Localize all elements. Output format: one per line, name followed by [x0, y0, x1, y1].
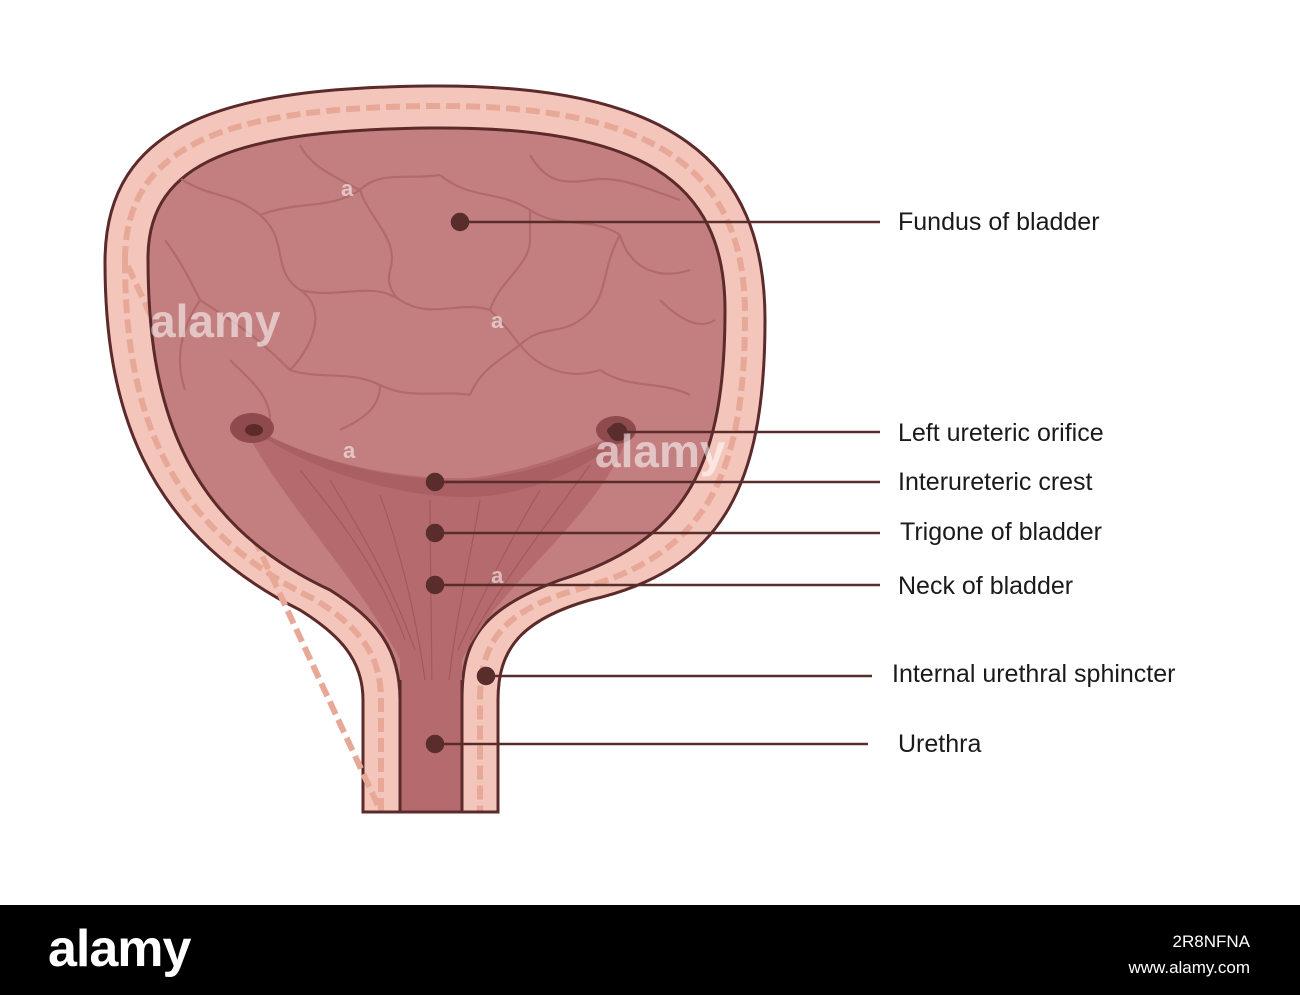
- footer-image-id: 2R8NFNA: [1172, 932, 1250, 951]
- label-left-ureteric-orifice: Left ureteric orifice: [898, 419, 1104, 447]
- watermark-letter-3: a: [343, 438, 356, 463]
- label-fundus: Fundus of bladder: [898, 208, 1100, 236]
- stock-footer: alamy 2R8NFNA www.alamy.com: [0, 905, 1300, 995]
- label-internal-urethral-sphincter: Internal urethral sphincter: [892, 660, 1176, 688]
- watermark-letter-2: a: [491, 308, 504, 333]
- mucosal-rugae: [164, 144, 716, 431]
- pointer-urethra: [425, 734, 868, 754]
- pointer-interureteric-crest: [425, 472, 880, 492]
- watermark-letter-1: a: [341, 176, 354, 201]
- pointer-trigone: [425, 523, 880, 543]
- bladder-lumen: [146, 126, 727, 814]
- pointer-fundus: [450, 212, 880, 232]
- label-neck: Neck of bladder: [898, 572, 1074, 600]
- bladder-diagram: [103, 84, 880, 814]
- label-trigone: Trigone of bladder: [900, 518, 1102, 546]
- watermark-letter-4: a: [491, 563, 504, 588]
- watermark-brand-left: alamy: [150, 295, 281, 347]
- footer-url: www.alamy.com: [1128, 958, 1250, 977]
- pointer-internal-urethral-sphincter: [476, 666, 872, 686]
- watermark-brand-right: alamy: [595, 425, 726, 477]
- label-urethra: Urethra: [898, 730, 982, 758]
- label-interureteric-crest: Interureteric crest: [898, 468, 1093, 496]
- footer-logo: alamy: [48, 920, 191, 978]
- pointer-neck: [425, 575, 880, 595]
- wall-muscle-layer: [122, 102, 749, 814]
- pointer-lines: [425, 212, 880, 754]
- right-ureteric-orifice: [230, 413, 274, 443]
- interureteric-crest-band: [240, 420, 630, 498]
- pointer-left-ureteric-orifice: [608, 422, 880, 442]
